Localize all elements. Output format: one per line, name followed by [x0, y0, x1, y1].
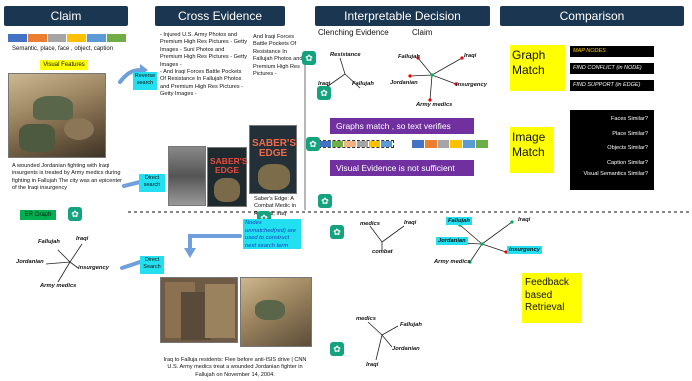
- ev-top-node-iraqi: Iraqi: [318, 81, 331, 87]
- claim-mid-node-iraqi: Iraqi: [518, 217, 531, 223]
- graphs-match-banner: Graphs match , so text verifies: [330, 118, 474, 134]
- find-conflict-box: FIND CONFLICT (in NODE): [570, 63, 654, 74]
- evidence-photo-group: [160, 277, 238, 343]
- gpt-logo-icon: ✿: [330, 225, 344, 239]
- claim-top-node-insurgency: insurgency: [456, 82, 487, 88]
- gpt-logo-icon: ✿: [317, 86, 331, 100]
- er-graph-badge: ER Graph: [20, 210, 56, 220]
- claim-mid-node-fallujah: Fallujah: [446, 217, 472, 225]
- check-caption: Caption Similar?: [606, 159, 648, 166]
- features-label: Semantic, place, face , object, caption: [12, 46, 114, 52]
- image-match-box: Image Match: [510, 127, 554, 173]
- feedback-retrieval-box: Feedback based Retrieval: [522, 273, 582, 323]
- ev-bot-node-fallujah: Fallujah: [400, 322, 422, 328]
- bottom-evidence-caption: Iraq to Falluja residents: Flee before a…: [163, 357, 307, 378]
- clenching-evidence-label: Clenching Evidence: [318, 28, 389, 37]
- evidence-photo-1: [168, 146, 206, 206]
- claim-node-insurgency: insurgency: [78, 265, 109, 271]
- book-cover-2: SABER'S EDGE: [249, 125, 297, 194]
- check-visual-semantics: Visual Semantics Similar?: [583, 171, 648, 177]
- claim-mid-node-army-medics: Army medics: [434, 259, 471, 265]
- ev-bot-node-medics: medics: [356, 316, 376, 322]
- claim-node-iraqi: Iraqi: [76, 236, 89, 242]
- nodes-unmatched-note: Nodes unmatched(red) are used to constru…: [243, 219, 301, 249]
- gpt-logo-icon: ✿: [330, 342, 344, 356]
- header-claim: Claim: [4, 6, 128, 26]
- direct-search-badge: Direct search: [139, 174, 165, 192]
- gpt-logo-icon: ✿: [68, 207, 82, 221]
- claim-node-fallujah: Fallujah: [38, 239, 60, 245]
- visual-features-badge: Visual Features: [40, 60, 88, 70]
- check-faces: Faces Similar?: [611, 116, 648, 122]
- image-similarity-checklist: Faces Similar? Place Similar? Objects Si…: [570, 110, 654, 190]
- check-place: Place Similar?: [612, 130, 648, 137]
- ev-bot-node-jordanian: Jordanian: [392, 346, 420, 352]
- graph-match-box: Graph Match: [510, 45, 565, 91]
- ev-mid-node-iraqi: Iraqi: [404, 220, 417, 226]
- feature-color-bar: [8, 34, 126, 42]
- claim-photo: [8, 73, 106, 158]
- ev-top-node-resistance: Resistance: [330, 52, 361, 58]
- reverse-search-badge: Reverse search: [133, 72, 157, 90]
- ev-top-node-fallujah: Fallujah: [352, 81, 374, 87]
- header-interpretable-decision: Interpretable Decision: [315, 6, 490, 26]
- book-title-2: SABER'S EDGE: [252, 138, 297, 159]
- direct-search-badge-2: Direct Search: [140, 256, 164, 274]
- gpt-logo-icon: ✿: [302, 51, 316, 65]
- book-title-1: SABER'S EDGE: [210, 156, 248, 175]
- book-cover-1: SABER'S EDGE: [207, 147, 247, 207]
- claim-node-jordanian: Jordanian: [16, 259, 44, 265]
- visual-insufficient-banner: Visual Evidence is not sufficient: [330, 160, 474, 176]
- claim-mid-node-jordanian: Jordanian: [436, 237, 468, 245]
- claim-top-node-fallujah: Fallujah: [398, 54, 420, 60]
- claim-top-node-army-medics: Army medics: [416, 102, 453, 108]
- claim-caption: A wounded Jordanian fighting with Iraqi …: [12, 163, 122, 192]
- ev-mid-node-combat: combat: [372, 249, 393, 255]
- find-support-box: FIND SUPPORT (in EDGE): [570, 80, 654, 91]
- header-comparison: Comparison: [500, 6, 684, 26]
- ev-bot-node-iraqi: Iraqi: [366, 362, 379, 368]
- evidence-feature-bar: [318, 140, 394, 148]
- claim-node-army-medics: Army medics: [40, 283, 77, 289]
- header-cross-evidence: Cross Evidence: [155, 6, 285, 26]
- evidence-snippet-left: - Injured U.S. Army Photos and Premium H…: [160, 32, 248, 97]
- claim-top-node-iraqi: Iraqi: [464, 53, 477, 59]
- claim-top-node-jordanian: Jordanian: [390, 80, 418, 86]
- claim-feature-bar: [412, 140, 488, 148]
- ev-mid-node-medics: medics: [360, 221, 380, 227]
- map-nodes-box: MAP NODES: [570, 46, 654, 57]
- evidence-photo-soldiers: [240, 277, 312, 347]
- check-objects: Objects Similar?: [607, 145, 648, 151]
- claim-sub-label: Claim: [412, 28, 433, 37]
- gpt-logo-icon: ✿: [306, 137, 320, 151]
- evidence-snippet-right: And Iraqi Forces Battle Pockets Of Resis…: [253, 34, 303, 77]
- gpt-logo-icon: ✿: [318, 194, 332, 208]
- claim-mid-node-insurgency: insurgency: [507, 246, 542, 254]
